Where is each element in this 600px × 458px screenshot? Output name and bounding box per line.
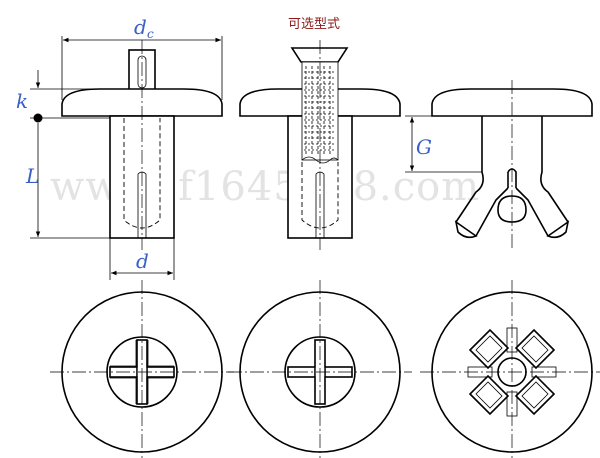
L-label: L — [25, 164, 39, 188]
view-3-side — [431, 80, 593, 250]
k-label: k — [16, 89, 28, 113]
dimension-L: L — [25, 117, 110, 239]
dimension-d: d — [109, 238, 175, 280]
G-label: G — [416, 135, 432, 159]
top-view-3 — [420, 280, 600, 458]
view-2-side: 可选型式 — [239, 17, 401, 250]
dc-label: d — [134, 15, 147, 39]
view-1-side — [61, 40, 223, 250]
dimension-k: k — [16, 70, 100, 123]
dc-subscript: c — [147, 27, 154, 41]
dimension-dc: d c — [61, 15, 223, 100]
top-view-2 — [228, 280, 412, 458]
d-label: d — [136, 249, 149, 273]
top-view-1 — [50, 280, 234, 458]
optional-style-label: 可选型式 — [288, 17, 340, 32]
dimension-G: G — [405, 115, 482, 173]
